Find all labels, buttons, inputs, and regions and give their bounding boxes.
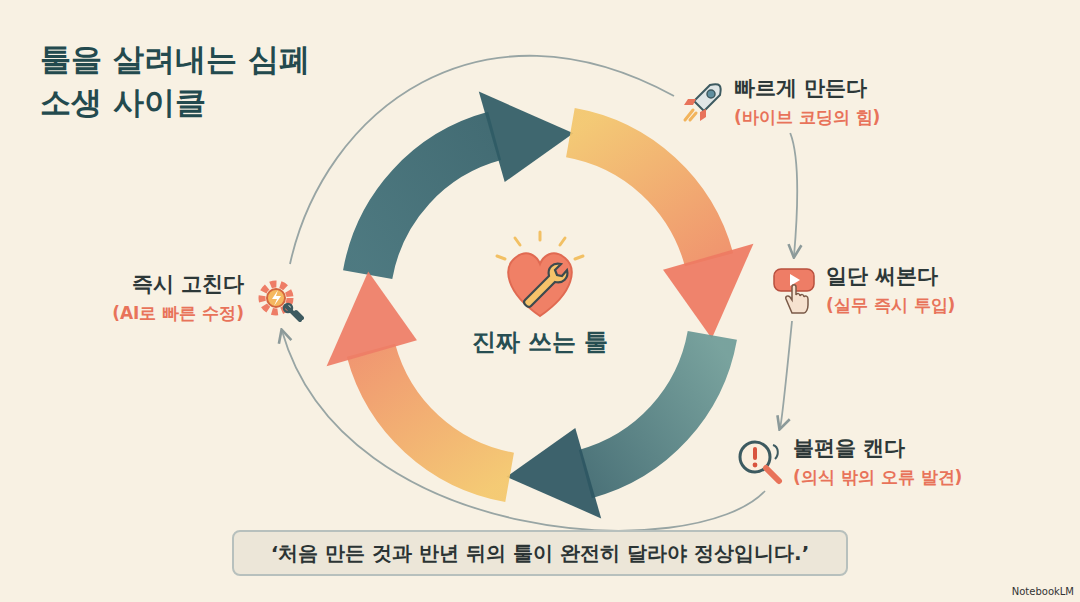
step-icon	[485, 228, 595, 324]
step-heading: 즉시 고친다	[132, 270, 244, 298]
step-subtitle: (의식 밖의 오류 발견)	[793, 466, 962, 489]
step-subtitle: (바이브 코딩의 힘)	[734, 106, 880, 129]
step-heading: 진짜 쓰는 툴	[472, 326, 609, 358]
step-icon	[680, 79, 726, 125]
step-heading: 빠르게 만든다	[734, 74, 880, 102]
text-column: 일단 써본다 (실무 즉시 투입)	[826, 262, 955, 317]
cycle-connector	[282, 331, 765, 531]
step-icon	[735, 437, 785, 487]
step-node: 일단 써본다 (실무 즉시 투입)	[772, 262, 955, 317]
cycle-arrow	[368, 136, 495, 275]
cycle-connector	[790, 133, 797, 256]
text-column: 즉시 고친다 (AI로 빠른 수정)	[112, 270, 244, 325]
step-node: 불편을 캔다 (의식 밖의 오류 발견)	[735, 434, 962, 489]
text-column: 진짜 쓰는 툴	[472, 324, 609, 358]
diagram-title: 툴을 살려내는 심폐소생 사이클	[40, 38, 310, 124]
step-subtitle: (AI로 빠른 수정)	[112, 302, 244, 325]
step-node: 즉시 고친다 (AI로 빠른 수정)	[112, 270, 304, 325]
cycle-arrowhead	[507, 428, 602, 518]
cycle-arrow	[371, 350, 510, 477]
caption-box: ‘처음 만든 것과 반년 뒤의 툴이 완전히 달라야 정상입니다.’	[232, 530, 848, 576]
watermark: NotebookLM	[1012, 586, 1074, 597]
cycle-connector	[780, 321, 792, 428]
center-node: 진짜 쓰는 툴	[472, 228, 609, 358]
step-heading: 일단 써본다	[826, 262, 955, 290]
cycle-arrow	[570, 133, 709, 260]
cycle-arrowhead	[479, 92, 574, 182]
cycle-connector	[290, 56, 674, 264]
step-node: 빠르게 만든다 (바이브 코딩의 힘)	[680, 74, 880, 129]
step-icon	[772, 265, 818, 315]
text-column: 불편을 캔다 (의식 밖의 오류 발견)	[793, 434, 962, 489]
step-subtitle: (실무 즉시 투입)	[826, 294, 955, 317]
text-column: 빠르게 만든다 (바이브 코딩의 힘)	[734, 74, 880, 129]
step-icon	[252, 272, 304, 324]
cycle-arrowhead	[327, 272, 417, 367]
step-heading: 불편을 캔다	[793, 434, 962, 462]
cycle-arrow	[585, 335, 712, 474]
cycle-arrowhead	[663, 244, 753, 339]
